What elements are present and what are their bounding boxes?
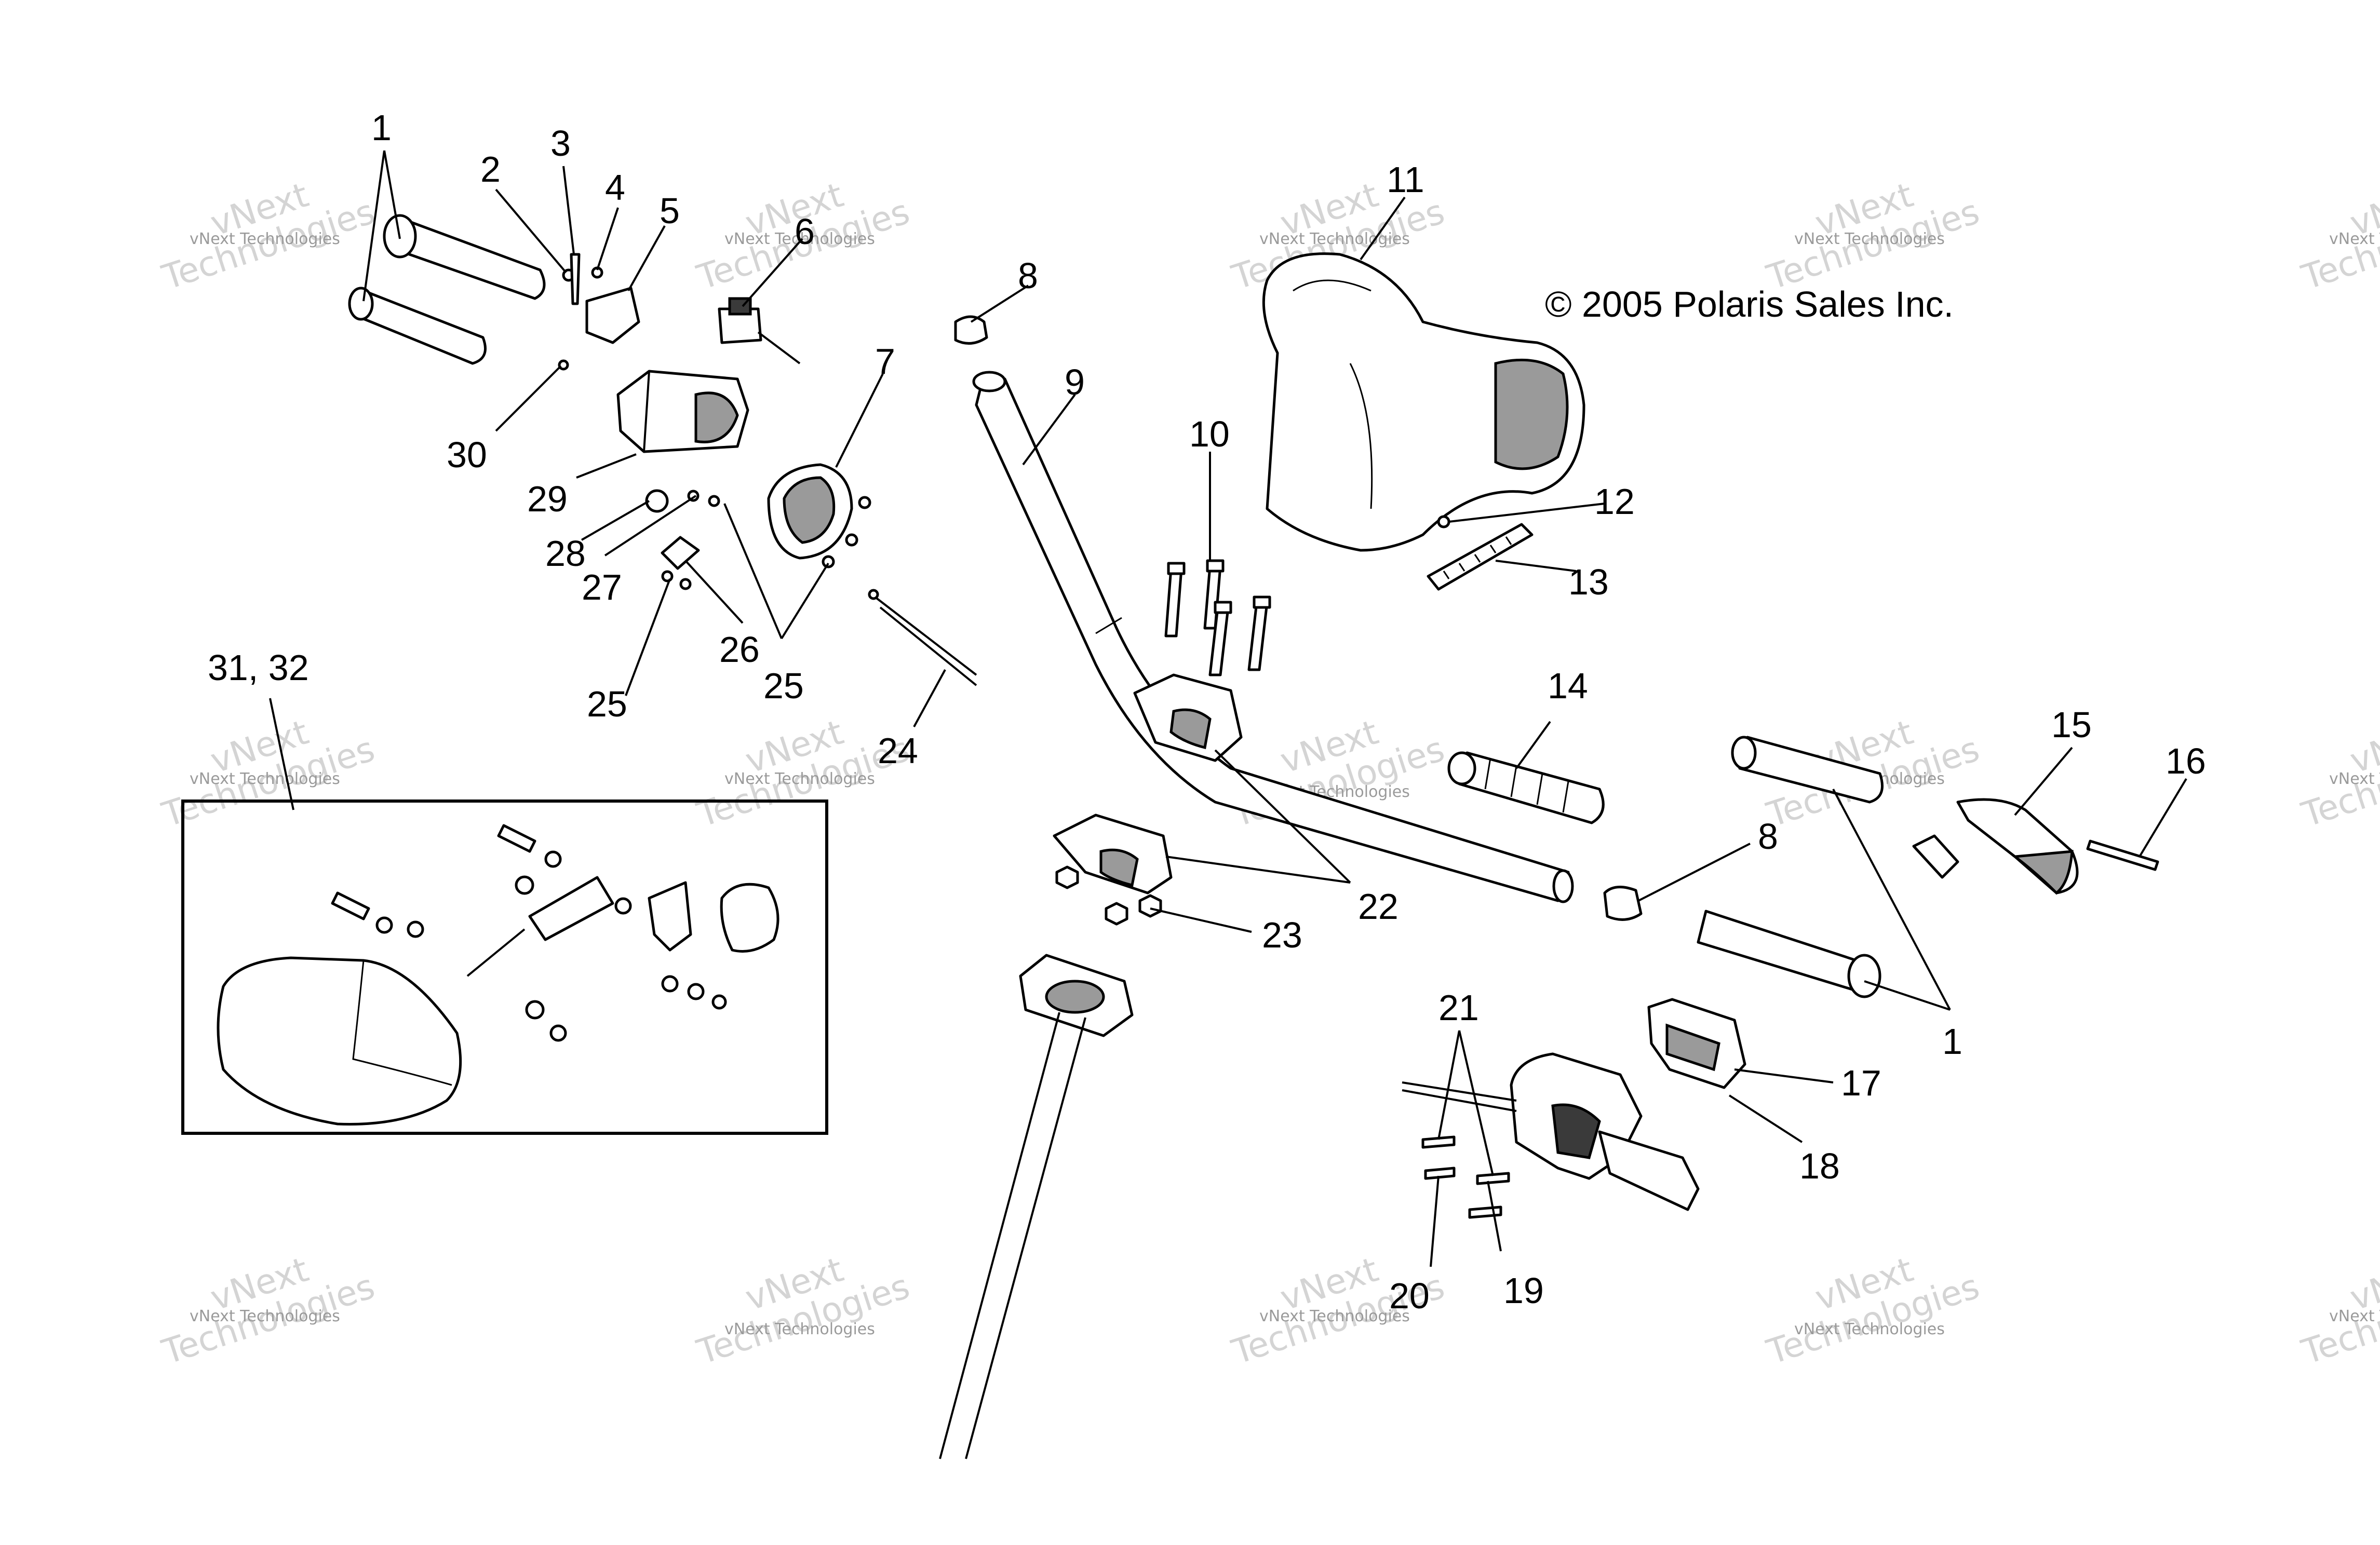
callout-18: 18 xyxy=(1799,1146,1840,1186)
callout-25-right: 25 xyxy=(763,666,804,706)
callout-20: 20 xyxy=(1389,1276,1430,1316)
callout-24: 24 xyxy=(878,730,918,771)
switch-part-6 xyxy=(718,297,801,364)
callout-13: 13 xyxy=(1568,562,1609,602)
callout-22: 22 xyxy=(1358,886,1399,927)
grip-right-upper xyxy=(1731,736,1884,804)
callout-3: 3 xyxy=(550,123,571,164)
callout-7: 7 xyxy=(875,341,895,382)
screw-part-25b xyxy=(708,495,720,507)
cable-part-24 xyxy=(868,589,977,686)
callout-14: 14 xyxy=(1548,666,1588,706)
bolts-part-10 xyxy=(1164,559,1271,676)
hand-guard-part-11 xyxy=(1262,252,1585,552)
grip-part-14 xyxy=(1447,751,1605,824)
inset-box-31-32 xyxy=(181,799,828,1135)
callout-30: 30 xyxy=(447,435,487,475)
parts-layer xyxy=(181,214,2159,1459)
watermark-text: vNext Technologies xyxy=(2329,230,2380,248)
watermark-text: vNext Technologies xyxy=(1259,1307,1410,1325)
steering-post xyxy=(939,954,1134,1459)
callout-11: 11 xyxy=(1387,159,1424,200)
callout-19: 19 xyxy=(1503,1270,1544,1311)
cap-part-28 xyxy=(645,489,669,513)
callout-28: 28 xyxy=(545,533,586,574)
master-cylinder-part-17 xyxy=(1647,998,1746,1089)
bracket-part-5 xyxy=(585,287,640,344)
callout-6: 6 xyxy=(795,211,815,252)
clamp-lower-part-22 xyxy=(1053,814,1173,895)
callout-1-lower: 1 xyxy=(1942,1021,1962,1062)
screw-part-20 xyxy=(1424,1167,1456,1180)
watermark-text: vNext Technologies xyxy=(190,1307,340,1325)
plug-part-8 xyxy=(954,315,988,345)
watermark-text: vNext Technologies xyxy=(2329,770,2380,788)
callout-4: 4 xyxy=(605,167,625,208)
screw-part-3 xyxy=(570,253,581,305)
watermark-text: vNext Technologies xyxy=(1794,230,1945,248)
screw-part-7b xyxy=(845,533,858,547)
bracket-part-13 xyxy=(1427,523,1534,591)
switch-housing-part-7 xyxy=(767,463,853,560)
screw-part-21a xyxy=(1421,1135,1456,1149)
callout-15: 15 xyxy=(2051,704,2092,745)
callout-labels: 1 2 3 4 5 6 7 8 9 10 11 12 13 14 15 16 8… xyxy=(208,107,2206,1316)
watermark-text: vNext Technologies xyxy=(190,770,340,788)
watermark-text: vNext Technologies xyxy=(1794,1320,1945,1338)
callout-21: 21 xyxy=(1438,987,1479,1028)
callout-16: 16 xyxy=(2166,741,2206,781)
callout-10: 10 xyxy=(1189,414,1230,454)
callout-2: 2 xyxy=(480,149,501,189)
callout-27: 27 xyxy=(582,567,622,607)
screw-part-30 xyxy=(558,359,569,371)
callout-17: 17 xyxy=(1841,1063,1881,1103)
brake-lever-assembly xyxy=(1402,1052,1700,1211)
watermark-text: vNext Technologies xyxy=(2329,1307,2380,1325)
copyright-notice: © 2005 Polaris Sales Inc. xyxy=(1545,284,1954,324)
clamp-upper-part-22 xyxy=(1133,673,1243,762)
grip-left-lower xyxy=(348,287,487,365)
watermark-text: vNext Technologies xyxy=(724,230,875,248)
callout-31-32: 31, 32 xyxy=(208,647,309,688)
callout-5: 5 xyxy=(660,191,680,231)
bracket-part-32 xyxy=(528,876,614,941)
callout-23: 23 xyxy=(1262,915,1302,955)
callout-1-upper: 1 xyxy=(371,107,392,148)
watermark-text: vNext Technologies xyxy=(724,770,875,788)
callout-8-upper: 8 xyxy=(1018,255,1038,296)
screw-part-19 xyxy=(1468,1205,1502,1219)
grip-right-lower xyxy=(1697,910,1881,998)
watermark-text: vNext Technologies xyxy=(1259,230,1410,248)
screw-part-12 xyxy=(1437,515,1450,528)
hand-guard-part-31 xyxy=(217,956,462,1126)
watermark-text: vNext Technologies xyxy=(190,230,340,248)
callout-8-lower: 8 xyxy=(1758,816,1778,857)
watermark-text: vNext Technologies xyxy=(724,1320,875,1338)
screw-part-25 xyxy=(822,555,835,568)
bushing-part-8 xyxy=(1603,886,1643,921)
screw-part-21b xyxy=(1476,1172,1510,1185)
callout-12: 12 xyxy=(1594,481,1635,522)
grip-left-upper xyxy=(383,214,546,300)
pin-part-16 xyxy=(2086,839,2159,871)
callout-25-left: 25 xyxy=(587,684,627,724)
plate-part-26 xyxy=(661,536,700,590)
throttle-cap-part-15 xyxy=(1912,798,2079,895)
callout-26: 26 xyxy=(719,629,760,670)
screw-part-7a xyxy=(858,496,871,509)
leader-lines xyxy=(269,150,2187,1267)
callout-9: 9 xyxy=(1065,362,1085,402)
throttle-housing-part-29 xyxy=(616,370,749,453)
callout-29: 29 xyxy=(527,479,568,519)
